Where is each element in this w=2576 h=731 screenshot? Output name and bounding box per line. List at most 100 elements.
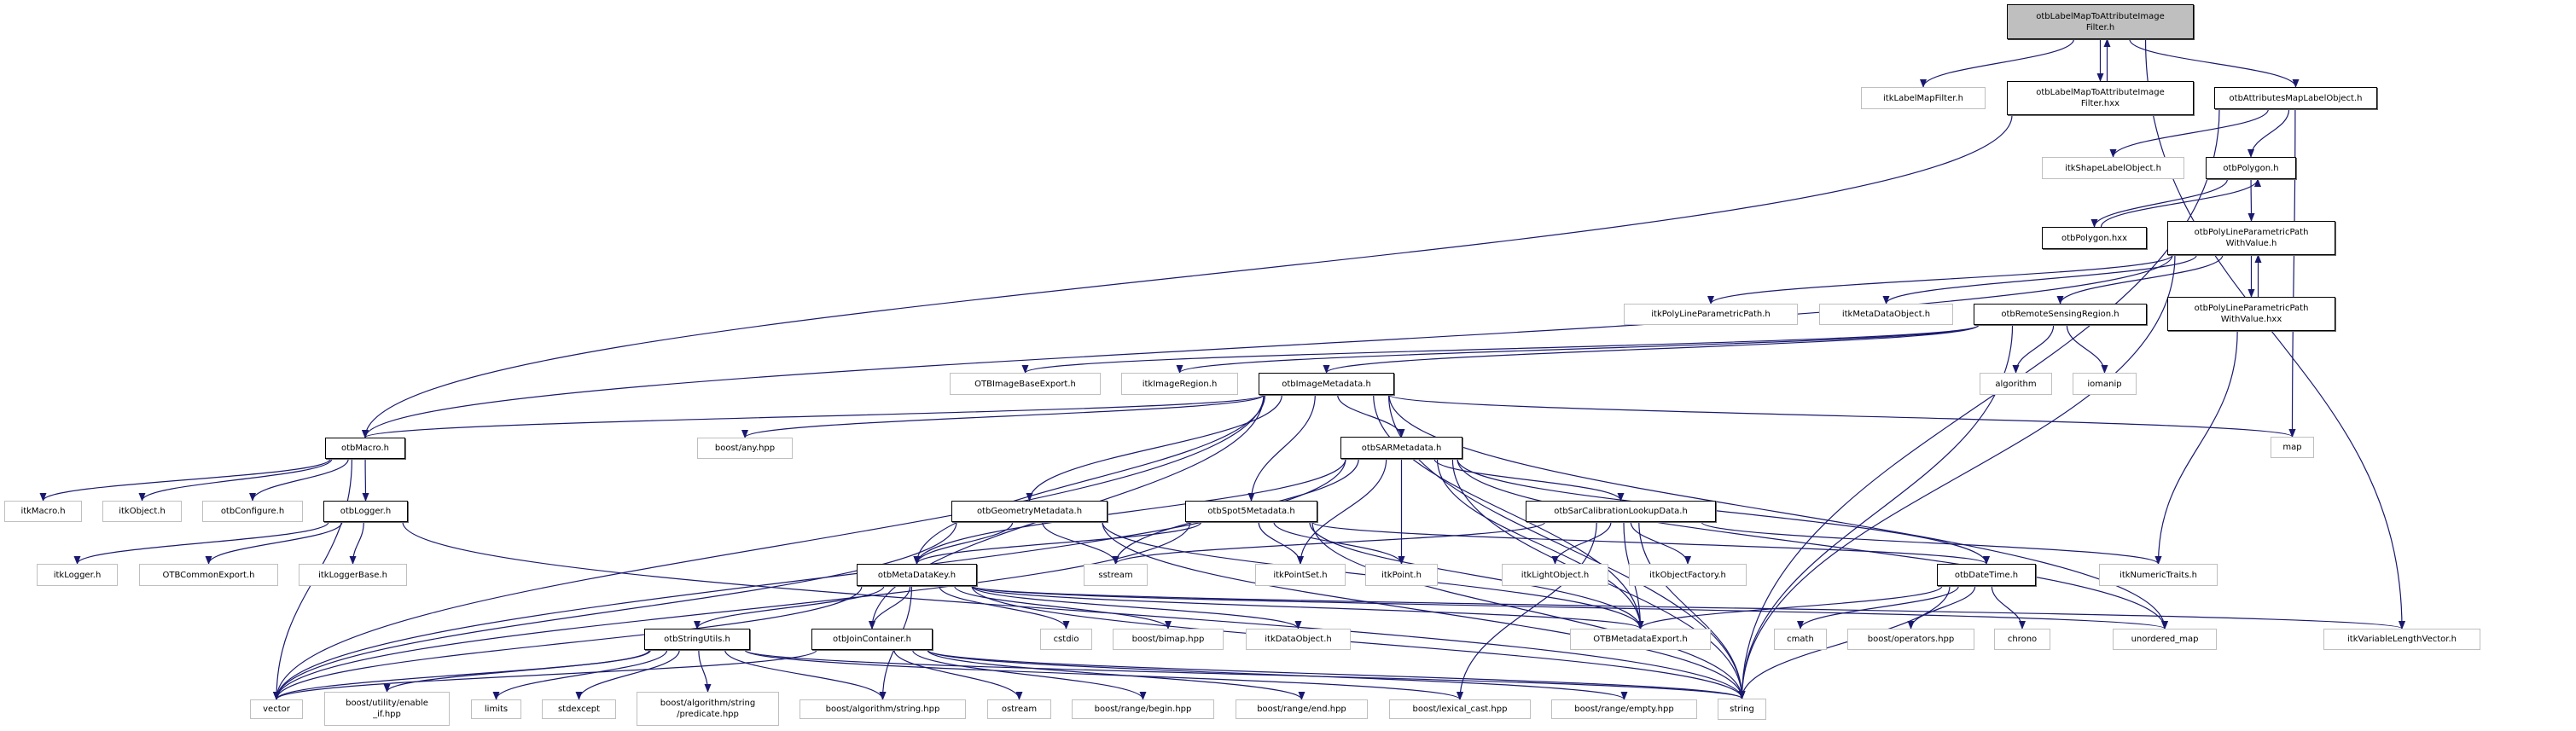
- node-boost-algorithm-string-predicate-hpp[interactable]: boost/algorithm/string /predicate.hpp: [637, 692, 779, 726]
- node-otblabelmaptoattributeimagefilter-hxx[interactable]: otbLabelMapToAttributeImage Filter.hxx: [2007, 81, 2194, 115]
- node-otbmacro-h[interactable]: otbMacro.h: [325, 438, 405, 459]
- edge-3-to-61: [1738, 108, 2220, 699]
- node-itkimageregion-h[interactable]: itkImageRegion.h: [1121, 373, 1238, 395]
- edge-31-to-42: [954, 585, 1172, 629]
- node-itkpoint-h[interactable]: itkPoint.h: [1365, 564, 1438, 586]
- node-itkloggerbase-h[interactable]: itkLoggerBase.h: [299, 564, 407, 586]
- edge-19-to-31: [913, 458, 1346, 565]
- edge-14-to-48: [1388, 394, 2168, 629]
- node-itkmetadataobject-h[interactable]: itkMetaDataObject.h: [1819, 304, 1953, 325]
- node-boost-any-hpp[interactable]: boost/any.hpp: [697, 438, 793, 459]
- edge-19-to-50: [273, 458, 1346, 700]
- node-stdexcept[interactable]: stdexcept: [542, 699, 616, 719]
- node-map[interactable]: map: [2271, 437, 2314, 458]
- node-otbpolylineparametricpathwithvalue-h[interactable]: otbPolyLineParametricPath WithValue.h: [2167, 221, 2335, 255]
- edge-7-to-10: [2056, 254, 2224, 305]
- edge-7-to-8: [1707, 254, 2173, 305]
- edge-26-to-33: [1258, 521, 1304, 565]
- node-otbdatetime-h[interactable]: otbDateTime.h: [1937, 564, 2036, 586]
- edge-39-to-54: [698, 649, 712, 693]
- node-otbmetadatakey-h[interactable]: otbMetaDataKey.h: [857, 564, 977, 586]
- node-boost-bimap-hpp[interactable]: boost/bimap.hpp: [1113, 629, 1224, 650]
- node-itkmacro-h[interactable]: itkMacro.h: [4, 501, 82, 522]
- node-vector[interactable]: vector: [250, 699, 303, 719]
- node-otblogger-h[interactable]: otbLogger.h: [323, 501, 408, 522]
- node-boost-lexical-cast-hpp[interactable]: boost/lexical_cast.hpp: [1389, 699, 1531, 719]
- edge-3-to-5: [2247, 108, 2290, 158]
- node-otblabelmaptoattributeimagefilter-h[interactable]: otbLabelMapToAttributeImage Filter.h: [2007, 4, 2194, 39]
- node-otbsarcalibrationlookupdata-h[interactable]: otbSarCalibrationLookupData.h: [1526, 501, 1716, 522]
- node-cstdio[interactable]: cstdio: [1040, 629, 1092, 650]
- node-otbremotesensingregion-h[interactable]: otbRemoteSensingRegion.h: [1974, 304, 2147, 325]
- node-itkobject-h[interactable]: itkObject.h: [102, 501, 182, 522]
- edge-10-to-12: [1021, 324, 1980, 374]
- edge-40-to-50: [273, 649, 817, 700]
- edge-17-to-21: [39, 458, 331, 502]
- node-string[interactable]: string: [1718, 699, 1766, 720]
- edge-19-to-27: [1433, 458, 1625, 502]
- node-itklabelmapfilter-h[interactable]: itkLabelMapFilter.h: [1861, 87, 1986, 109]
- node-otbjoincontainer-h[interactable]: otbJoinContainer.h: [811, 629, 933, 650]
- edge-31-to-39: [694, 585, 885, 629]
- edge-17-to-22: [138, 458, 333, 502]
- edge-0-to-3: [2129, 38, 2300, 88]
- node-itklogger-h[interactable]: itkLogger.h: [37, 564, 118, 586]
- edge-14-to-31: [913, 394, 1266, 565]
- node-boost-range-empty-hpp[interactable]: boost/range/empty.hpp: [1551, 699, 1697, 719]
- node-unordered-map[interactable]: unordered_map: [2113, 629, 2217, 650]
- node-itkpointset-h[interactable]: itkPointSet.h: [1255, 564, 1346, 586]
- edge-27-to-61: [1638, 521, 1746, 699]
- node-boost-utility-enable-if-hpp[interactable]: boost/utility/enable _if.hpp: [324, 692, 450, 726]
- node-itklightobject-h[interactable]: itkLightObject.h: [1502, 564, 1608, 586]
- node-boost-range-begin-hpp[interactable]: boost/range/begin.hpp: [1072, 699, 1214, 719]
- edge-14-to-19: [1337, 394, 1405, 438]
- edge-14-to-18: [741, 394, 1265, 438]
- edge-26-to-37: [1311, 521, 1990, 565]
- node-otbsarmetadata-h[interactable]: otbSARMetadata.h: [1340, 437, 1462, 459]
- edge-17-to-23: [249, 458, 349, 502]
- edge-10-to-16: [2066, 324, 2108, 374]
- edge-39-to-53: [575, 649, 680, 700]
- node-itkpolylineparametricpath-h[interactable]: itkPolyLineParametricPath.h: [1624, 304, 1798, 325]
- node-iomanip[interactable]: iomanip: [2073, 373, 2137, 395]
- node-itkdataobject-h[interactable]: itkDataObject.h: [1246, 629, 1351, 650]
- node-algorithm[interactable]: algorithm: [1980, 373, 2052, 395]
- edge-26-to-44: [1309, 521, 1644, 629]
- node-limits[interactable]: limits: [471, 699, 521, 719]
- node-otbconfigure-h[interactable]: otbConfigure.h: [202, 501, 303, 522]
- edge-6-to-5: [2100, 178, 2261, 228]
- edge-14-to-25: [1026, 394, 1282, 502]
- node-otbcommonexport-h[interactable]: OTBCommonExport.h: [139, 564, 278, 586]
- node-itknumerictraits-h[interactable]: itkNumericTraits.h: [2099, 564, 2218, 586]
- node-otbpolygon-hxx[interactable]: otbPolygon.hxx: [2042, 227, 2147, 249]
- edge-25-to-31: [913, 521, 1014, 565]
- node-otbstringutils-h[interactable]: otbStringUtils.h: [644, 629, 750, 650]
- node-sstream[interactable]: sstream: [1084, 564, 1148, 586]
- node-otbimagemetadata-h[interactable]: otbImageMetadata.h: [1259, 373, 1394, 395]
- edge-37-to-46: [1907, 585, 1976, 629]
- edge-25-to-50: [273, 521, 957, 700]
- edge-39-to-55: [724, 649, 887, 700]
- node-itkobjectfactory-h[interactable]: itkObjectFactory.h: [1629, 564, 1747, 586]
- node-otbattributesmaplabelobject-h[interactable]: otbAttributesMapLabelObject.h: [2214, 87, 2377, 109]
- node-cmath[interactable]: cmath: [1774, 629, 1827, 650]
- node-otbmetadataexport-h[interactable]: OTBMetadataExport.h: [1570, 629, 1711, 650]
- node-otbpolylineparametricpathwithvalue-hxx[interactable]: otbPolyLineParametricPath WithValue.hxx: [2167, 297, 2335, 331]
- node-otbspot5metadata-h[interactable]: otbSpot5Metadata.h: [1185, 501, 1317, 522]
- edge-14-to-26: [1247, 394, 1316, 502]
- edge-7-to-61: [1738, 254, 2176, 699]
- node-itkshapelabelobject-h[interactable]: itkShapeLabelObject.h: [2042, 157, 2184, 179]
- edge-24-to-28: [73, 521, 329, 565]
- edge-7-to-9: [1882, 254, 2197, 305]
- node-boost-operators-hpp[interactable]: boost/operators.hpp: [1847, 629, 1974, 650]
- node-otbimagebaseexport-h[interactable]: OTBImageBaseExport.h: [950, 373, 1101, 395]
- node-otbgeometrymetadata-h[interactable]: otbGeometryMetadata.h: [951, 501, 1108, 522]
- node-otbpolygon-h[interactable]: otbPolygon.h: [2206, 157, 2296, 179]
- node-boost-algorithm-string-hpp[interactable]: boost/algorithm/string.hpp: [800, 699, 966, 719]
- edge-24-to-30: [349, 521, 364, 565]
- edge-14-to-44: [1373, 394, 1644, 629]
- node-boost-range-end-hpp[interactable]: boost/range/end.hpp: [1236, 699, 1368, 719]
- node-ostream[interactable]: ostream: [987, 699, 1051, 719]
- node-itkvariablelengthvector-h[interactable]: itkVariableLengthVector.h: [2323, 629, 2480, 650]
- node-chrono[interactable]: chrono: [1994, 629, 2050, 650]
